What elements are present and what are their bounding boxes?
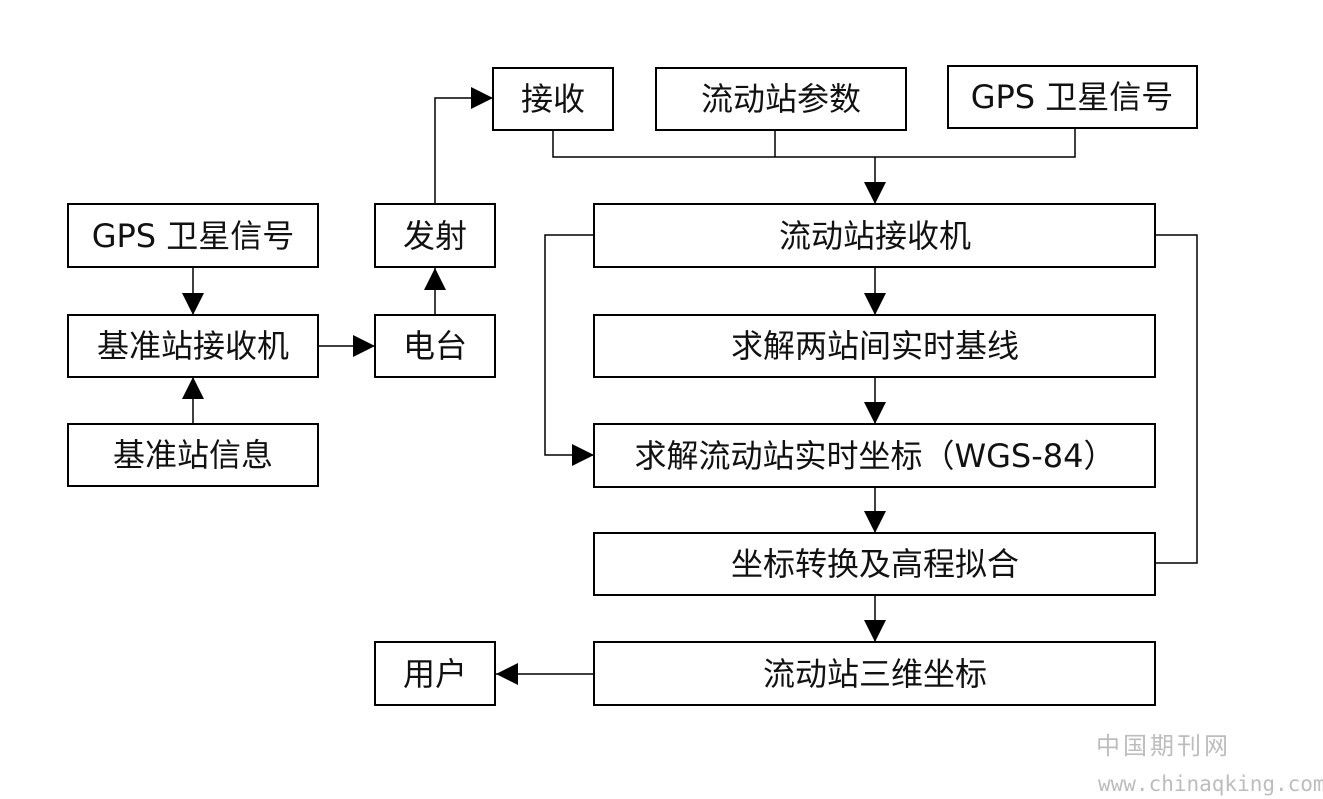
node-rover-receiver-label: 流动站接收机 bbox=[779, 217, 971, 255]
node-rover-3d-label: 流动站三维坐标 bbox=[763, 655, 987, 693]
node-rover-coord-label: 求解流动站实时坐标（WGS-84） bbox=[634, 437, 1115, 475]
arrow-transmit-to-receive bbox=[434, 87, 493, 204]
node-rover-3d: 流动站三维坐标 bbox=[593, 641, 1156, 706]
node-rover-coord: 求解流动站实时坐标（WGS-84） bbox=[593, 423, 1156, 488]
node-user-label: 用户 bbox=[403, 655, 467, 693]
node-base-receiver-label: 基准站接收机 bbox=[97, 327, 289, 365]
node-gps-signal-top-label: GPS 卫星信号 bbox=[971, 78, 1174, 116]
arrow-rover-receiver-to-rover-coord bbox=[544, 234, 594, 466]
watermark-url: www.chinaqking.com bbox=[1098, 772, 1323, 796]
node-rover-receiver: 流动站接收机 bbox=[593, 203, 1156, 268]
node-base-receiver: 基准站接收机 bbox=[67, 314, 319, 378]
merge-line-top bbox=[552, 128, 1076, 158]
node-gps-signal-left: GPS 卫星信号 bbox=[67, 203, 319, 268]
connectors bbox=[182, 87, 1198, 685]
node-receive: 接收 bbox=[492, 67, 614, 131]
node-transmit-label: 发射 bbox=[403, 217, 467, 255]
node-user: 用户 bbox=[374, 641, 496, 706]
node-transmit: 发射 bbox=[374, 203, 496, 268]
node-rover-params-label: 流动站参数 bbox=[701, 80, 861, 118]
node-radio-label: 电台 bbox=[403, 327, 467, 365]
line-rover-receiver-to-transform bbox=[1155, 234, 1198, 564]
node-rover-params: 流动站参数 bbox=[655, 67, 907, 131]
node-base-info-label: 基准站信息 bbox=[113, 436, 273, 474]
node-transform-label: 坐标转换及高程拟合 bbox=[731, 545, 1019, 583]
node-gps-signal-left-label: GPS 卫星信号 bbox=[92, 217, 295, 255]
node-baseline-label: 求解两站间实时基线 bbox=[731, 327, 1019, 365]
node-transform: 坐标转换及高程拟合 bbox=[593, 532, 1156, 596]
node-receive-label: 接收 bbox=[521, 80, 585, 118]
node-baseline: 求解两站间实时基线 bbox=[593, 314, 1156, 378]
node-gps-signal-top: GPS 卫星信号 bbox=[947, 65, 1198, 129]
node-radio: 电台 bbox=[374, 314, 496, 378]
node-base-info: 基准站信息 bbox=[67, 423, 319, 487]
watermark-cn: 中国期刊网 bbox=[1096, 732, 1231, 760]
